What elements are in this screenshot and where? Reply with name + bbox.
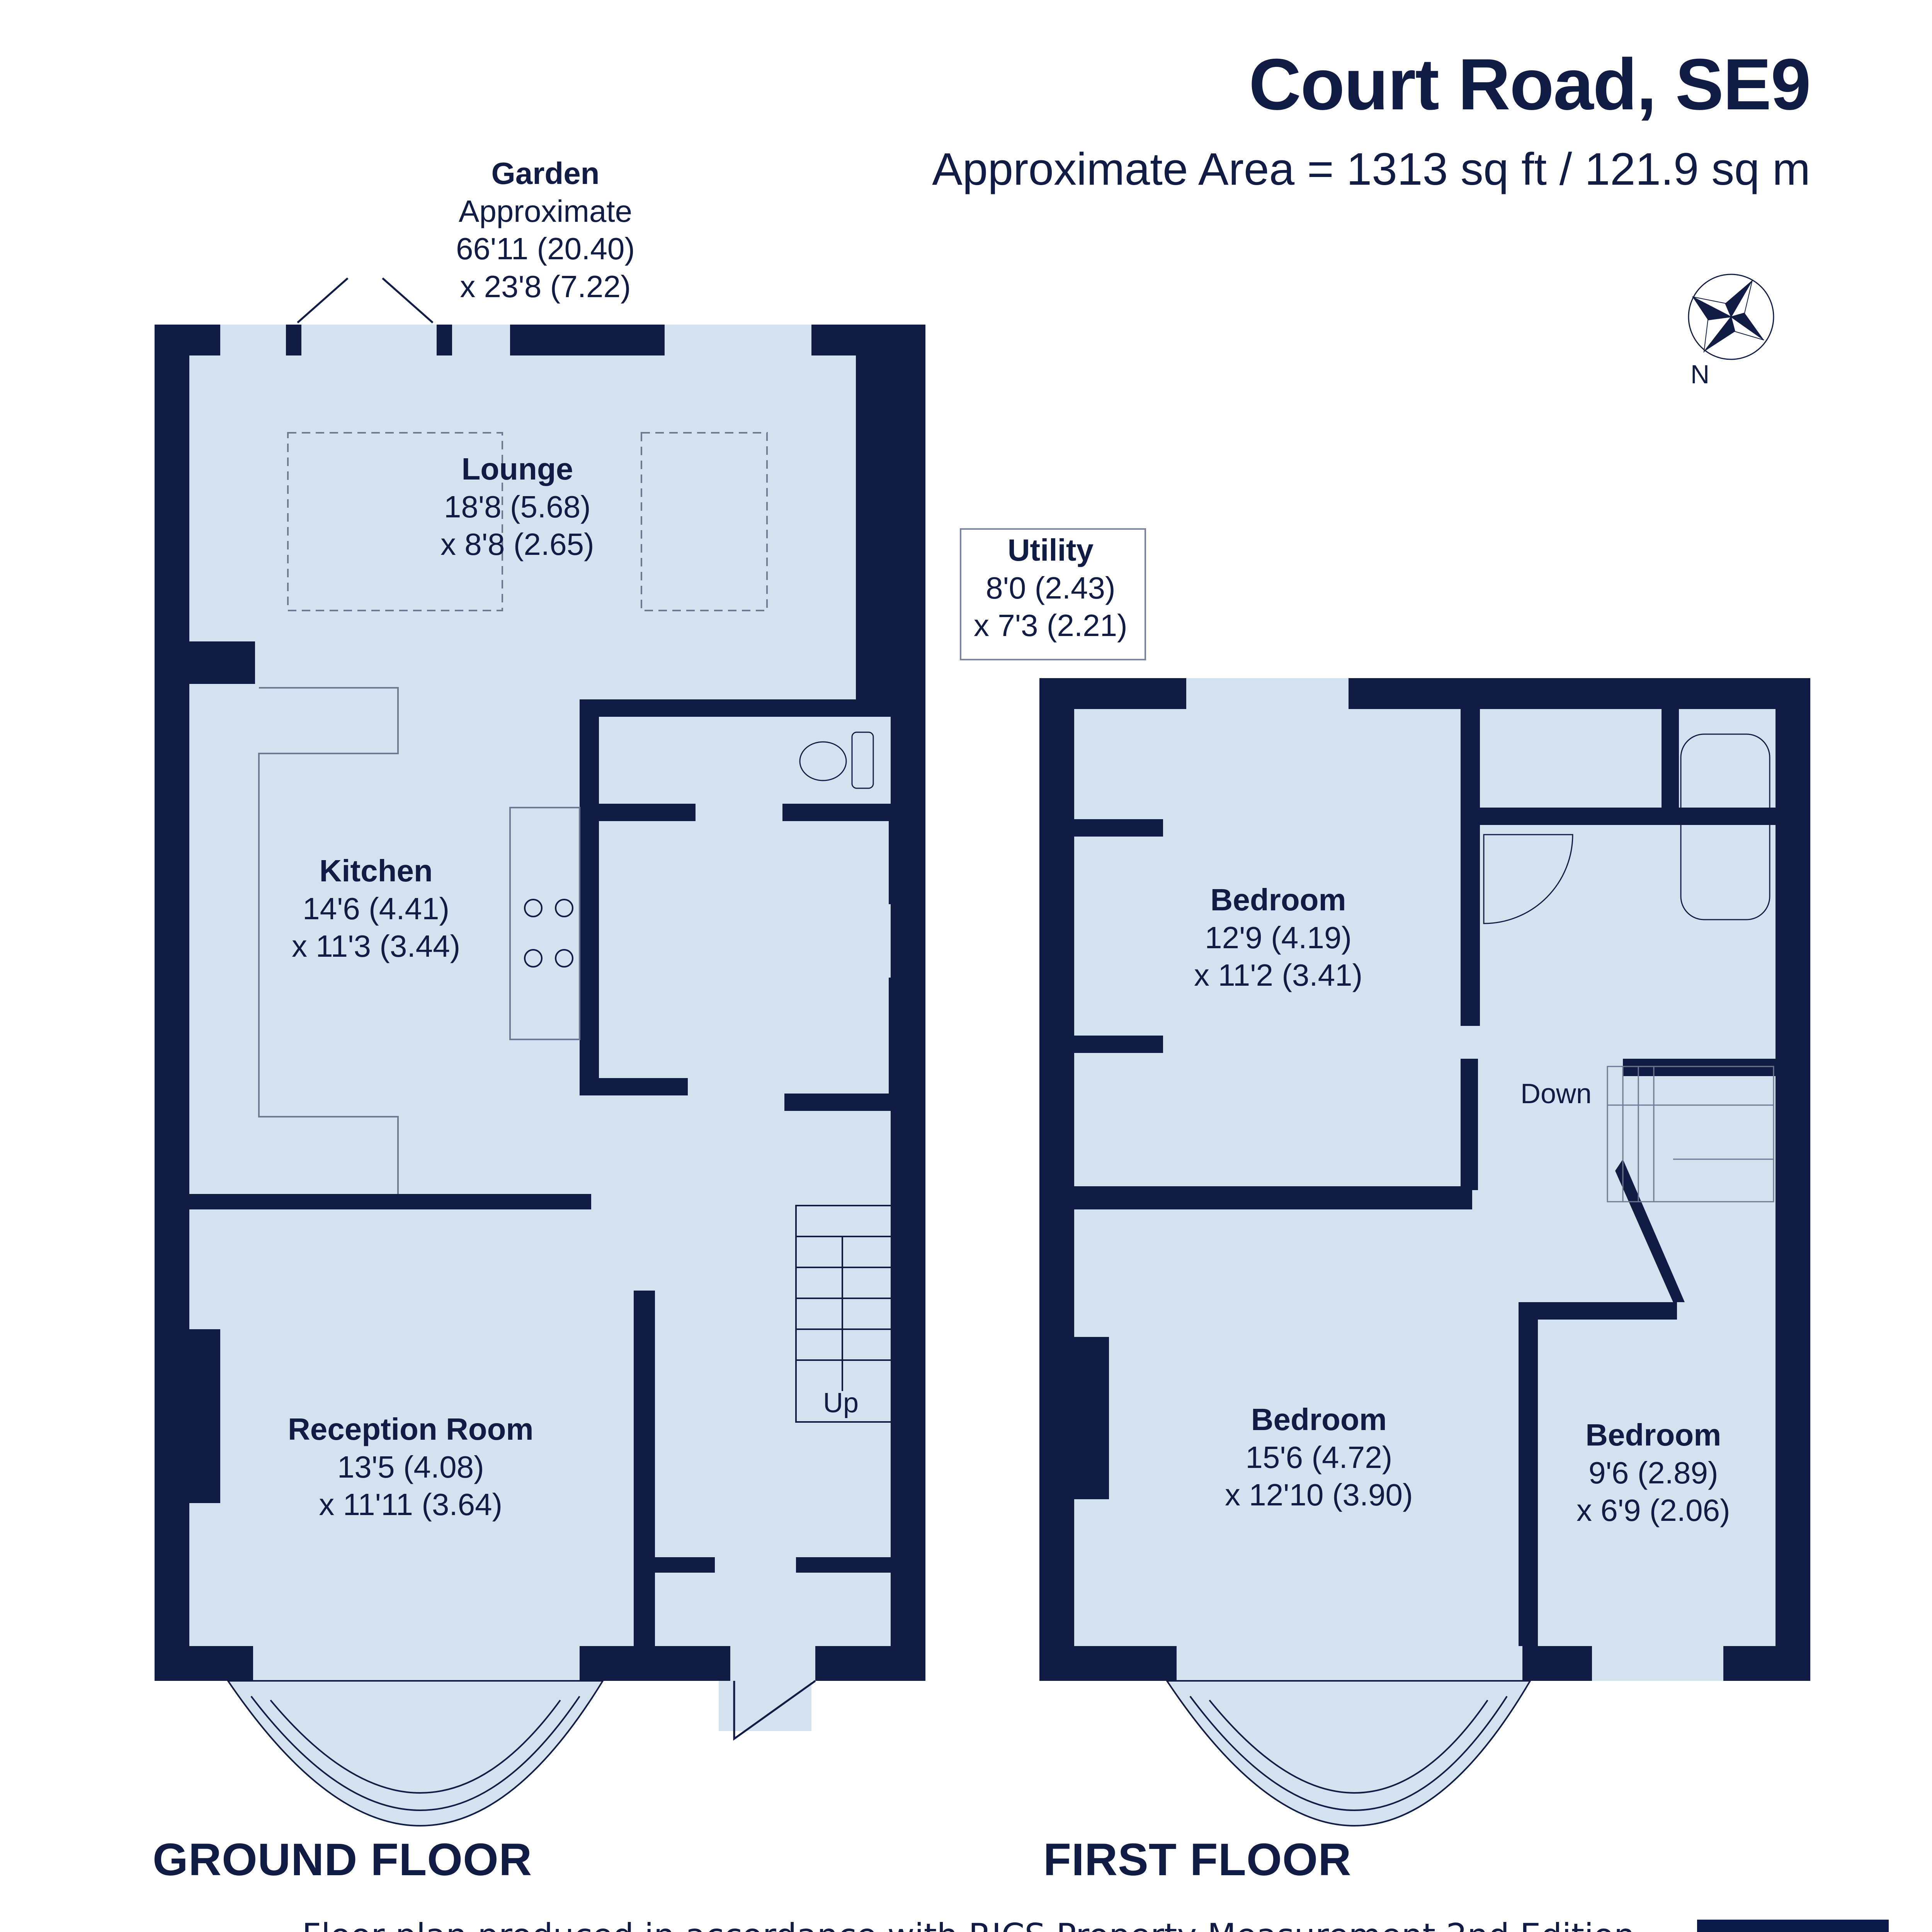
utility-label-box xyxy=(960,528,1146,660)
compass-rose-icon xyxy=(1688,274,1774,360)
jdm-logo: jdm ESTATE AGENTS xyxy=(1697,1920,1895,1932)
ground-floor-heading: GROUND FLOOR xyxy=(153,1834,532,1885)
room-label-bedroom-front: Bedroom 15'6 (4.72) x 12'10 (3.90) xyxy=(1225,1402,1413,1512)
first-floor-plan xyxy=(1039,678,1810,1827)
ground-floor-plan xyxy=(155,277,925,1827)
logo-wordmark: jdm xyxy=(1720,1923,1895,1932)
room-label-utility: Utility 8'0 (2.43) x 7'3 (2.21) xyxy=(974,533,1128,643)
page-title: Court Road, SE9 xyxy=(1248,44,1811,125)
room-label-lounge: Lounge 18'8 (5.68) x 8'8 (2.65) xyxy=(440,452,594,562)
first-floor-heading: FIRST FLOOR xyxy=(1043,1834,1352,1885)
footer-disclaimer: Floor plan produced in accordance with R… xyxy=(240,1915,1708,1932)
room-label-bedroom-small: Bedroom 9'6 (2.89) x 6'9 (2.06) xyxy=(1577,1418,1730,1528)
room-label-kitchen: Kitchen 14'6 (4.41) x 11'3 (3.44) xyxy=(292,854,461,964)
room-label-reception-room: Reception Room 13'5 (4.08) x 11'11 (3.64… xyxy=(288,1412,534,1522)
room-label-garden: Garden Approximate 66'11 (20.40) x 23'8 … xyxy=(456,156,635,304)
approximate-area: Approximate Area = 1313 sq ft / 121.9 sq… xyxy=(932,144,1810,195)
stairs-down-label: Down xyxy=(1520,1078,1592,1109)
ground-floor-fill xyxy=(155,325,925,1731)
room-label-bedroom-rear: Bedroom 12'9 (4.19) x 11'2 (3.41) xyxy=(1194,883,1363,993)
compass-north-label: N xyxy=(1690,360,1710,389)
first-floor-fill xyxy=(1039,678,1810,1681)
stairs-up-label: Up xyxy=(823,1388,859,1418)
